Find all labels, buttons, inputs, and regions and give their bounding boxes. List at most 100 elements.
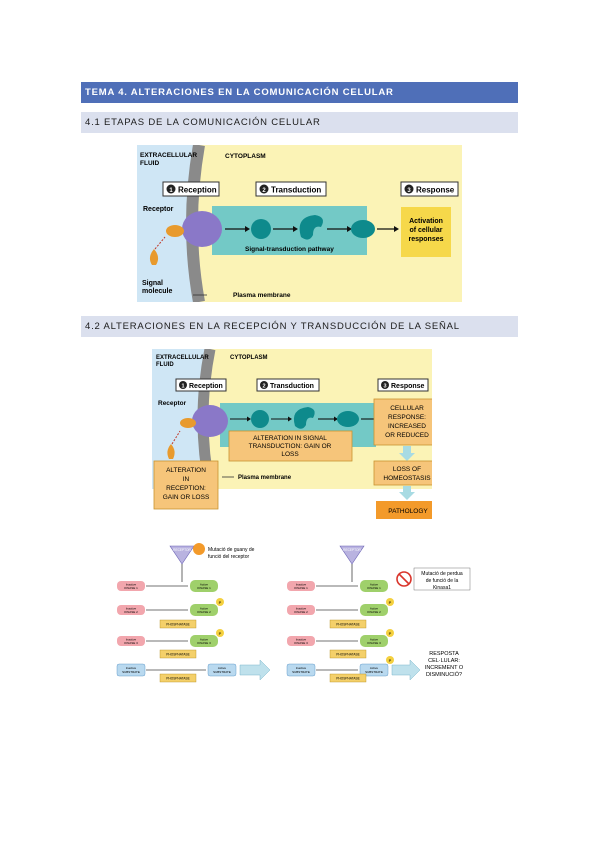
svg-text:Inactive: Inactive [126,607,137,611]
kinase-cascade-diagram: RECEPTOR Mutació de guany de funció del … [116,543,471,683]
svg-text:KINASE 2: KINASE 2 [367,610,381,614]
svg-text:molecule: molecule [142,288,172,295]
active-kinase1 [190,580,218,592]
svg-text:PHOSPHATASE: PHOSPHATASE [336,653,359,657]
svg-text:Active: Active [370,583,379,587]
svg-text:LOSS OF: LOSS OF [393,466,421,473]
svg-text:Kinasa1: Kinasa1 [433,585,451,591]
pathology-box [376,501,432,519]
svg-text:RECEPTOR: RECEPTOR [343,548,361,552]
svg-text:responses: responses [408,236,443,243]
svg-text:funció del receptor: funció del receptor [208,554,249,560]
svg-text:Inactive: Inactive [126,638,137,642]
svg-text:GAIN OR LOSS: GAIN OR LOSS [163,494,210,501]
svg-text:SUBSTRATE: SUBSTRATE [122,670,140,674]
inactive-substrate [116,663,146,677]
transduction-step [255,181,327,197]
svg-text:LOSS: LOSS [281,451,299,458]
svg-text:Reception: Reception [189,383,223,390]
svg-text:Mutació de perdua: Mutació de perdua [421,571,463,577]
svg-text:Inactive: Inactive [296,607,307,611]
svg-text:P: P [389,631,392,636]
svg-text:KINASE 3: KINASE 3 [197,641,211,645]
svg-text:KINASE 1: KINASE 1 [294,586,308,590]
svg-text:KINASE 3: KINASE 3 [124,641,138,645]
mutation-star-icon [193,543,205,555]
svg-text:KINASE 1: KINASE 1 [197,586,211,590]
svg-text:KINASE 1: KINASE 1 [124,586,138,590]
svg-text:Transduction: Transduction [270,383,314,390]
svg-text:Active: Active [370,638,379,642]
svg-text:Transduction: Transduction [271,186,321,195]
svg-text:Reception: Reception [178,186,217,195]
phosphatase-3 [159,673,197,683]
svg-text:IN: IN [183,476,190,483]
phosphatase-1 [159,619,197,629]
transduction-step [256,378,320,392]
svg-text:CELLULAR: CELLULAR [390,405,424,412]
svg-text:Active: Active [200,583,209,587]
inactive-kinase2 [117,605,145,615]
svg-text:Plasma membrane: Plasma membrane [238,475,292,481]
inactive-kinase1 [117,581,145,591]
svg-text:SUBSTRATE: SUBSTRATE [292,670,310,674]
svg-text:Inactive: Inactive [296,583,307,587]
svg-text:PHOSPHATASE: PHOSPHATASE [166,677,189,681]
response-step [377,378,429,392]
svg-text:ALTERATION: ALTERATION [166,467,206,474]
alteration-transduction-box [228,430,353,462]
activation-box [401,207,451,257]
svg-text:EXTRACELLULAR: EXTRACELLULAR [156,355,209,361]
svg-text:RESPONSE:: RESPONSE: [388,414,426,421]
svg-text:ALTERATION IN SIGNAL: ALTERATION IN SIGNAL [253,435,327,442]
homeostasis-box [373,460,432,486]
svg-text:Inactive: Inactive [296,666,307,670]
svg-text:KINASE 3: KINASE 3 [367,641,381,645]
svg-text:Active: Active [370,666,379,670]
active-kinase3 [190,635,218,647]
active-kinase2 [190,604,218,616]
cytoplasm-label: CYTOPLASM [225,153,266,160]
inactive-kinase3 [117,636,145,646]
svg-text:1: 1 [181,384,184,390]
plasma-membrane-label: Plasma membrane [233,292,291,299]
svg-text:P: P [219,631,222,636]
svg-text:P: P [389,658,392,663]
loss-of-function-panel: RECEPTOR Inactive KINASE 1 Active KINASE… [286,545,471,683]
svg-text:P: P [219,600,222,605]
reception-step [175,378,227,392]
svg-text:SUBSTRATE: SUBSTRATE [365,670,383,674]
svg-text:OR REDUCED: OR REDUCED [385,432,429,439]
signal-molecule [149,249,159,265]
signal-molecule [167,444,175,459]
active-substrate [207,663,237,677]
svg-text:PATHOLOGY: PATHOLOGY [388,508,428,515]
svg-text:Inactive: Inactive [126,666,137,670]
svg-text:Active: Active [200,638,209,642]
svg-text:3: 3 [383,384,386,390]
relay-protein-3 [351,220,375,238]
svg-text:INCREMENT O: INCREMENT O [425,665,464,671]
svg-text:3: 3 [407,188,411,194]
svg-text:of cellular: of cellular [409,227,442,234]
svg-text:Response: Response [391,383,425,390]
receptor-label: Receptor [143,206,174,213]
svg-text:KINASE 2: KINASE 2 [294,610,308,614]
page-heading: TEMA 4. ALTERACIONES EN LA COMUNICACIÓN … [81,82,518,103]
response-step [400,181,459,197]
svg-text:RECEPTION:: RECEPTION: [166,485,206,492]
reception-step [162,181,220,197]
cellular-response-box [373,398,432,446]
svg-text:KINASE 2: KINASE 2 [197,610,211,614]
relay-protein-2 [299,215,323,240]
svg-text:2: 2 [262,188,266,194]
extracellular-label: EXTRACELLULAR [140,152,197,159]
relay-protein-1 [251,219,271,239]
svg-text:Active: Active [200,607,209,611]
svg-text:PHOSPHATASE: PHOSPHATASE [336,677,359,681]
svg-text:Mutació de guany de: Mutació de guany de [208,547,255,553]
signal-molecule-label: Signal [142,280,163,287]
receptor-shape [339,545,365,565]
svg-text:TRANSDUCTION: GAIN OR: TRANSDUCTION: GAIN OR [249,443,332,450]
signal-alteration-diagram: EXTRACELLULAR FLUID CYTOPLASM 1 Receptio… [152,349,432,521]
